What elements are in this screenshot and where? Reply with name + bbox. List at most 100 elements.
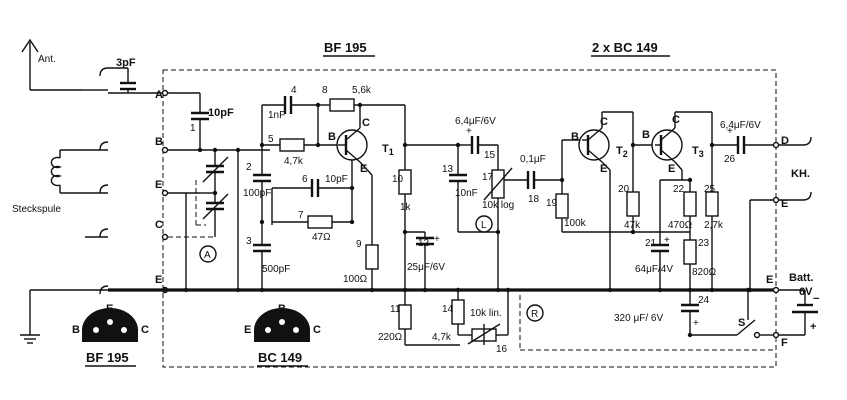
svg-text:6,4μF/6V: 6,4μF/6V <box>455 116 496 127</box>
svg-text:BC 149: BC 149 <box>258 350 302 365</box>
svg-text:26: 26 <box>724 154 736 165</box>
svg-text:10pF: 10pF <box>208 107 234 119</box>
svg-text:A: A <box>204 250 211 261</box>
svg-text:47Ω: 47Ω <box>312 232 331 243</box>
svg-text:0,1μF: 0,1μF <box>520 154 546 165</box>
svg-text:4,7k: 4,7k <box>284 156 304 167</box>
svg-text:64μF/4V: 64μF/4V <box>635 264 673 275</box>
svg-text:5: 5 <box>268 134 274 145</box>
svg-text:47k: 47k <box>624 220 641 231</box>
svg-text:E: E <box>106 303 113 315</box>
svg-text:15: 15 <box>484 150 496 161</box>
terminal-e-upper: E <box>155 179 162 191</box>
svg-text:10: 10 <box>392 174 404 185</box>
svg-text:C: C <box>141 324 149 336</box>
svg-text:6,4μF/6V: 6,4μF/6V <box>720 120 761 131</box>
svg-text:B: B <box>328 131 336 143</box>
svg-text:25μF/6V: 25μF/6V <box>407 262 445 273</box>
svg-text:3pF: 3pF <box>116 57 136 69</box>
enclosure-outline <box>162 69 777 368</box>
svg-text:1k: 1k <box>400 202 412 213</box>
svg-text:2 x BC 149: 2 x BC 149 <box>592 40 658 55</box>
svg-text:C: C <box>672 114 680 126</box>
terminal-c: C <box>155 219 163 231</box>
svg-text:6V: 6V <box>799 286 813 298</box>
svg-text:C: C <box>313 324 321 336</box>
svg-text:1nF: 1nF <box>268 110 285 121</box>
svg-text:8: 8 <box>322 85 328 96</box>
input-plugs <box>85 67 128 295</box>
svg-text:E: E <box>668 163 675 175</box>
svg-text:10pF: 10pF <box>325 174 348 185</box>
svg-text:12: 12 <box>418 238 430 249</box>
svg-text:B: B <box>642 129 650 141</box>
terminal-a: A <box>155 89 163 101</box>
svg-text:BF 195: BF 195 <box>86 350 129 365</box>
svg-text:820Ω: 820Ω <box>692 267 717 278</box>
pinout-bc149: B E C BC 149 <box>244 303 321 367</box>
terminal-e-lower: E <box>155 274 162 286</box>
title-bf195: BF 195 <box>323 40 375 57</box>
svg-text:100pF: 100pF <box>243 188 271 199</box>
svg-text:E: E <box>600 163 607 175</box>
svg-text:E: E <box>360 163 367 175</box>
svg-text:13: 13 <box>442 164 454 175</box>
power-supply: 24 + 320 μF/ 6V S <box>614 290 774 339</box>
terminal-e-right: E <box>781 198 788 210</box>
svg-text:100Ω: 100Ω <box>343 274 368 285</box>
bc149-input: 0,1μF 18 19 100k <box>520 139 690 233</box>
svg-text:BF 195: BF 195 <box>324 40 367 55</box>
svg-text:3: 3 <box>246 236 252 247</box>
battery: Batt. 6V − + <box>778 272 819 336</box>
svg-text:24: 24 <box>698 295 710 306</box>
svg-text:470Ω: 470Ω <box>668 220 693 231</box>
svg-text:100k: 100k <box>564 218 587 229</box>
antenna-symbol: Ant. <box>21 38 95 91</box>
transistor-t3: C B E T3 <box>642 111 712 245</box>
svg-text:4: 4 <box>291 85 297 96</box>
svg-text:500pF: 500pF <box>262 264 290 275</box>
terminal-e-batt: E <box>766 274 773 286</box>
svg-text:T3: T3 <box>692 145 704 159</box>
svg-text:320 μF/ 6V: 320 μF/ 6V <box>614 313 663 324</box>
svg-text:+: + <box>693 318 699 329</box>
svg-text:16: 16 <box>496 344 508 355</box>
svg-text:9: 9 <box>356 239 362 250</box>
svg-text:10k log: 10k log <box>482 200 514 211</box>
svg-text:+: + <box>466 126 472 137</box>
svg-text:20: 20 <box>618 184 630 195</box>
terminal-b: B <box>155 136 163 148</box>
svg-text:18: 18 <box>528 194 540 205</box>
svg-text:7: 7 <box>298 210 304 221</box>
terminal-d: D <box>781 135 789 147</box>
svg-text:E: E <box>244 324 251 336</box>
svg-text:+: + <box>434 234 440 245</box>
svg-text:R: R <box>531 309 538 320</box>
output-network: 25 2,7k + 6,4μF/6V 26 <box>704 112 774 290</box>
svg-text:C: C <box>600 116 608 128</box>
svg-text:21: 21 <box>645 238 657 249</box>
bf195-stage: 2 100pF 3 500pF 4 1nF 8 5,6k 5 4,7k 6 <box>243 85 405 290</box>
svg-text:S: S <box>738 317 745 329</box>
emitter-network: 22 470Ω 23 820Ω 21 + 64μF/4V <box>635 180 717 290</box>
svg-text:14: 14 <box>442 304 454 315</box>
svg-text:B: B <box>278 303 286 315</box>
svg-text:5,6k: 5,6k <box>352 85 372 96</box>
transistor-t2: C B E T2 20 47k <box>571 111 655 290</box>
svg-text:22: 22 <box>673 184 685 195</box>
terminal-f: F <box>781 337 788 349</box>
svg-text:B: B <box>72 324 80 336</box>
svg-text:23: 23 <box>698 238 710 249</box>
svg-text:1: 1 <box>190 123 196 134</box>
svg-text:Batt.: Batt. <box>789 272 813 284</box>
headphone-plugs: KH. <box>778 136 812 201</box>
svg-text:10nF: 10nF <box>455 188 478 199</box>
svg-text:17: 17 <box>482 172 494 183</box>
junction-dots <box>183 102 753 338</box>
title-bc149: 2 x BC 149 <box>591 40 670 57</box>
svg-text:6: 6 <box>302 174 308 185</box>
svg-text:220Ω: 220Ω <box>378 332 403 343</box>
svg-text:+: + <box>810 321 816 333</box>
svg-text:Steckspule: Steckspule <box>12 204 61 215</box>
svg-text:C: C <box>362 117 370 129</box>
